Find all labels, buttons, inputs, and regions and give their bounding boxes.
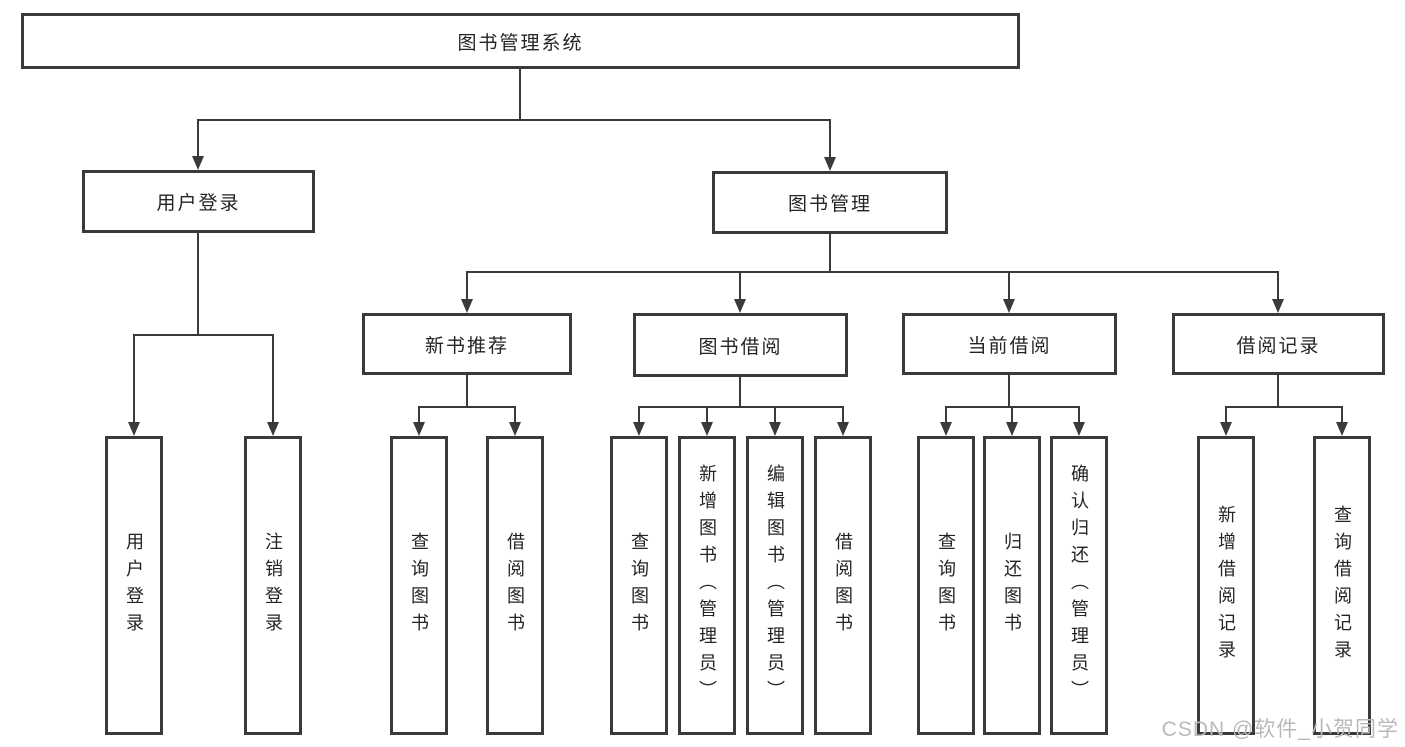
arrowhead-icon — [837, 422, 849, 436]
leaf-query-borrow-record: 查询借阅记录 — [1313, 436, 1371, 735]
connector-stem — [1008, 375, 1010, 408]
connector-root-stem — [519, 69, 521, 121]
leaf-label: 借阅图书 — [505, 531, 525, 640]
leaf-label: 查询图书 — [936, 531, 956, 640]
leaf-logout: 注销登录 — [244, 436, 302, 735]
node-user-login-branch: 用户登录 — [82, 170, 315, 233]
arrowhead-icon — [1220, 422, 1232, 436]
arrowhead-icon — [128, 422, 140, 436]
leaf-query-books-current: 查询图书 — [917, 436, 975, 735]
connector-drop — [1078, 406, 1080, 423]
leaf-label: 归还图书 — [1002, 531, 1022, 640]
node-label: 新书推荐 — [424, 335, 509, 357]
arrowhead-icon — [1003, 299, 1015, 313]
connector-bookmgmt-stem — [829, 234, 831, 272]
arrowhead-icon — [701, 422, 713, 436]
leaf-label: 注销登录 — [263, 531, 283, 640]
connector-level1-rail — [197, 119, 831, 121]
node-label: 图书借阅 — [698, 336, 783, 358]
arrowhead-icon — [1272, 299, 1284, 313]
leaf-label: 编辑图书（管理员） — [765, 464, 785, 707]
connector-drop — [1008, 271, 1010, 300]
node-borrow-records: 借阅记录 — [1172, 313, 1385, 375]
node-label: 图书管理 — [787, 194, 872, 215]
connector-bookmgmt-rail — [466, 271, 1279, 273]
node-label: 用户登录 — [156, 193, 241, 214]
leaf-return-books: 归还图书 — [983, 436, 1041, 735]
connector-drop — [739, 271, 741, 300]
connector-drop — [418, 406, 420, 423]
leaf-confirm-return-admin: 确认归还（管理员） — [1050, 436, 1108, 735]
arrowhead-icon — [413, 422, 425, 436]
connector-drop — [466, 271, 468, 300]
node-label: 借阅记录 — [1236, 335, 1321, 357]
connector-drop-user-login — [197, 119, 199, 157]
leaf-add-books-admin: 新增图书（管理员） — [678, 436, 736, 735]
leaf-borrow-books-recommend: 借阅图书 — [486, 436, 544, 735]
connector-drop — [842, 406, 844, 423]
node-root-label: 图书管理系统 — [457, 32, 584, 54]
leaf-label: 新增借阅记录 — [1216, 504, 1236, 667]
arrowhead-icon — [633, 422, 645, 436]
leaf-label: 确认归还（管理员） — [1069, 464, 1089, 707]
connector-drop — [272, 334, 274, 423]
node-current-borrow: 当前借阅 — [902, 313, 1117, 375]
arrowhead-icon — [769, 422, 781, 436]
arrowhead-icon — [267, 422, 279, 436]
arrowhead-icon — [1073, 422, 1085, 436]
connector-userlogin-stem — [197, 233, 199, 336]
connector-drop — [1011, 406, 1013, 423]
node-book-borrow: 图书借阅 — [633, 313, 848, 377]
arrowhead-icon — [824, 157, 836, 171]
connector-drop — [1277, 271, 1279, 300]
leaf-query-books-recommend: 查询图书 — [390, 436, 448, 735]
connector-drop-book-mgmt — [829, 119, 831, 158]
arrowhead-icon — [734, 299, 746, 313]
connector-drop — [514, 406, 516, 423]
leaf-label: 借阅图书 — [833, 531, 853, 640]
leaf-label: 新增图书（管理员） — [697, 464, 717, 707]
arrowhead-icon — [461, 299, 473, 313]
leaf-label: 用户登录 — [124, 531, 144, 640]
leaf-label: 查询借阅记录 — [1332, 504, 1352, 667]
connector-rail — [418, 406, 516, 408]
connector-drop — [133, 334, 135, 423]
arrowhead-icon — [1336, 422, 1348, 436]
csdn-watermark: CSDN @软件_小贺同学 — [1161, 718, 1399, 741]
leaf-query-books-borrow: 查询图书 — [610, 436, 668, 735]
leaf-user-login: 用户登录 — [105, 436, 163, 735]
connector-rail — [638, 406, 844, 408]
connector-stem — [739, 377, 741, 408]
leaf-label: 查询图书 — [629, 531, 649, 640]
connector-stem — [466, 375, 468, 408]
connector-drop — [1341, 406, 1343, 423]
node-root: 图书管理系统 — [21, 13, 1020, 69]
node-label: 当前借阅 — [967, 335, 1052, 357]
connector-userlogin-rail — [133, 334, 274, 336]
connector-rail — [1225, 406, 1343, 408]
leaf-edit-books-admin: 编辑图书（管理员） — [746, 436, 804, 735]
arrowhead-icon — [509, 422, 521, 436]
arrowhead-icon — [1006, 422, 1018, 436]
leaf-add-borrow-record: 新增借阅记录 — [1197, 436, 1255, 735]
arrowhead-icon — [192, 156, 204, 170]
arrowhead-icon — [940, 422, 952, 436]
leaf-borrow-books: 借阅图书 — [814, 436, 872, 735]
connector-drop — [638, 406, 640, 423]
leaf-label: 查询图书 — [409, 531, 429, 640]
node-new-book-recommend: 新书推荐 — [362, 313, 572, 375]
node-book-management: 图书管理 — [712, 171, 948, 234]
connector-drop — [1225, 406, 1227, 423]
connector-stem — [1277, 375, 1279, 408]
connector-drop — [774, 406, 776, 423]
connector-drop — [706, 406, 708, 423]
connector-drop — [945, 406, 947, 423]
